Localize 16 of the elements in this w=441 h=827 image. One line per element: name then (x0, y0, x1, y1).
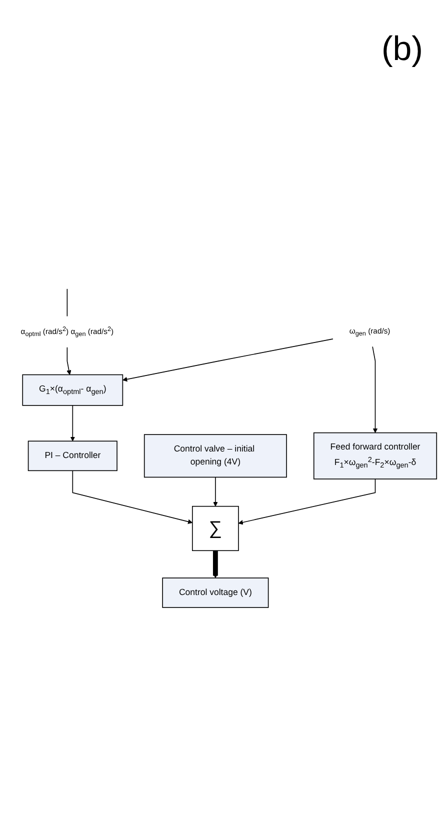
arrow (372, 346, 378, 433)
node-box: ∑ (192, 506, 239, 552)
node-box: Control voltage (V) (162, 578, 269, 608)
arrow (238, 478, 376, 525)
node-box: Control valve – initial opening (4V) (144, 434, 287, 478)
arrow (213, 476, 218, 507)
node-box: PI – Controller (28, 440, 118, 472)
panel-label: (b) (381, 30, 423, 69)
arrow (212, 550, 218, 578)
connector (66, 288, 68, 317)
arrow (70, 405, 76, 442)
node-box: G$_{1}$×(α$_{optml}$- α$_{gen}$) (22, 374, 124, 406)
arrow (122, 338, 334, 382)
arrow (72, 470, 193, 524)
node-box: Feed forward controller F$_{1}$×ω$_{gen}$$^{2}$-F$_{2}$×ω$_{gen}$-δ (313, 432, 438, 480)
arrow (66, 346, 72, 375)
